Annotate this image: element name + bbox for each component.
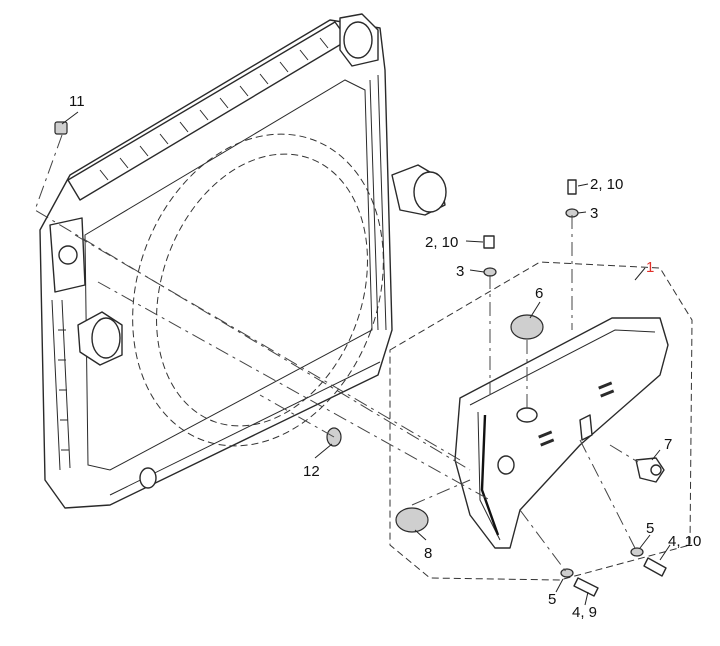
callout-5-right: 5	[646, 520, 654, 537]
leader-lines	[61, 111, 671, 606]
drain-cap	[395, 507, 429, 533]
expansion-tank	[454, 317, 669, 549]
callout-1: 1	[646, 259, 654, 276]
assembly-lines	[34, 134, 639, 574]
callout-5-bottom: 5	[548, 591, 556, 608]
callout-2-10-top: 2, 10	[590, 176, 623, 193]
bolts	[483, 179, 667, 597]
callout-3-top: 3	[590, 205, 598, 222]
filler-cap	[510, 314, 544, 340]
callout-12: 12	[303, 463, 320, 480]
level-sensor	[635, 457, 665, 483]
callout-8: 8	[424, 545, 432, 562]
assembly-boundary	[389, 261, 693, 581]
callout-7: 7	[664, 436, 672, 453]
callout-4-10: 4, 10	[668, 533, 701, 550]
callout-11: 11	[69, 93, 85, 110]
nut	[54, 121, 68, 135]
callout-6: 6	[535, 285, 543, 302]
callout-labels: 1 2, 10 3 2, 10 3 6 7 8 11 12 5 4, 10 5 …	[69, 93, 701, 621]
radiator	[39, 13, 447, 509]
callout-4-9: 4, 9	[572, 604, 597, 621]
callout-2-10-mid: 2, 10	[425, 234, 458, 251]
callout-3-mid: 3	[456, 263, 464, 280]
